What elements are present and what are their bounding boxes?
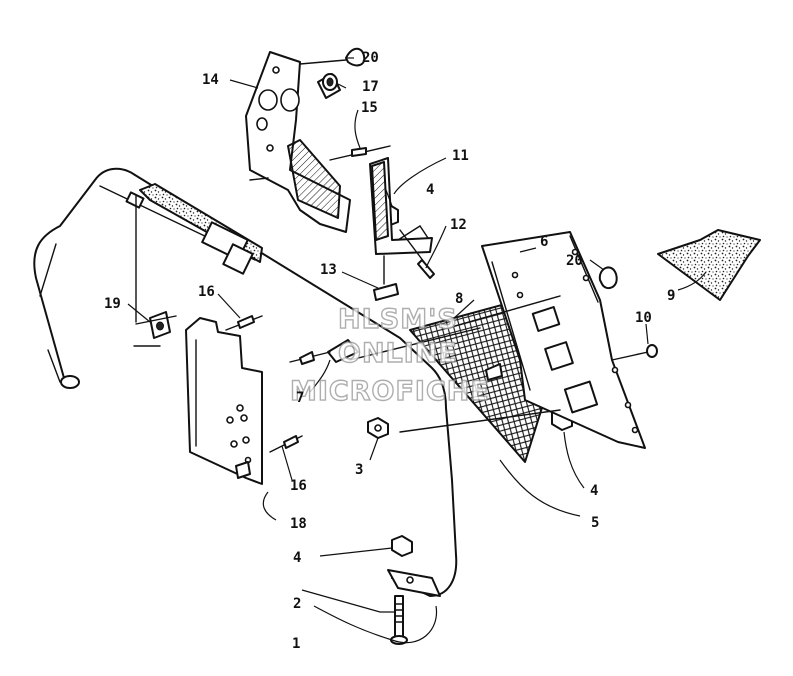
watermark-line-2: ONLINE — [338, 338, 458, 369]
callout-4-right: 4 — [590, 483, 598, 499]
watermark-line-3: MICROFICHE — [290, 376, 490, 407]
callout-18: 18 — [290, 516, 307, 532]
callout-8: 8 — [455, 291, 463, 307]
callout-13: 13 — [320, 262, 337, 278]
callout-5: 5 — [591, 515, 599, 531]
side-plate-right — [481, 231, 646, 449]
callout-2: 2 — [293, 596, 301, 612]
nut-4-bottom — [391, 535, 413, 557]
watermark-line-1: HLSM'S — [338, 304, 458, 335]
pin-16-bottom — [269, 435, 303, 453]
bolt-2 — [390, 595, 408, 645]
callout-3: 3 — [355, 462, 363, 478]
callout-4-top: 4 — [426, 182, 434, 198]
callout-14: 14 — [202, 72, 219, 88]
clip-13 — [373, 255, 399, 301]
watermark: HLSM'S ONLINE MICROFICHE — [289, 303, 490, 407]
cotter-pin-20-top — [299, 47, 366, 67]
callout-16-top: 16 — [198, 284, 215, 300]
callout-4-bottom: 4 — [293, 550, 301, 566]
screw-10 — [611, 344, 658, 361]
callouts: 1 2 3 4 4 4 5 6 7 8 9 10 11 12 13 14 15 … — [104, 50, 675, 652]
callout-15: 15 — [361, 100, 378, 116]
lower-plate — [185, 317, 263, 485]
callout-11: 11 — [452, 148, 469, 164]
clamp-19 — [135, 195, 177, 339]
leader-lines — [127, 57, 707, 644]
clip-7 — [289, 339, 359, 365]
top-plate — [245, 51, 351, 233]
callout-16-bottom: 16 — [290, 478, 307, 494]
pin-12 — [399, 229, 435, 279]
foam-block — [657, 229, 761, 301]
callout-10: 10 — [635, 310, 652, 326]
callout-20-right: 20 — [566, 253, 583, 269]
callout-17: 17 — [362, 79, 379, 95]
callout-9: 9 — [667, 288, 675, 304]
alignment-lines — [133, 295, 561, 433]
callout-7: 7 — [296, 390, 304, 406]
nut-3 — [367, 417, 389, 439]
grommet-17 — [317, 73, 341, 99]
callout-19: 19 — [104, 296, 121, 312]
pin-15 — [329, 145, 391, 161]
callout-20-top: 20 — [362, 50, 379, 66]
cotter-pin-20-right — [598, 266, 618, 290]
bracket-11 — [369, 157, 433, 255]
callout-12: 12 — [450, 217, 467, 233]
pin-16-top — [225, 315, 263, 331]
callout-1: 1 — [292, 636, 300, 652]
callout-6: 6 — [540, 234, 548, 250]
